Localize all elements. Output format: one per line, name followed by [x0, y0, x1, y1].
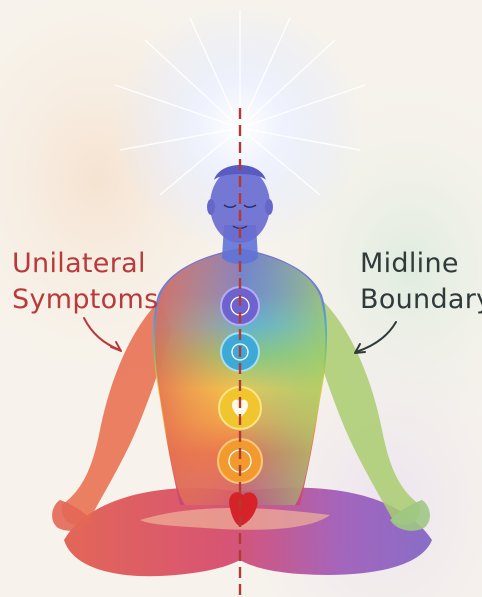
label-left-line1: Unilateral: [12, 248, 146, 279]
head: [207, 165, 273, 243]
chakra-root: [229, 492, 258, 526]
chakra-sacral: [217, 438, 263, 484]
label-right-line1: Midline: [360, 248, 459, 279]
arrow-right: [355, 321, 397, 353]
right-hand: [390, 500, 430, 531]
left-arm: [61, 300, 172, 525]
left-hand: [52, 500, 92, 531]
label-left-line2: Symptoms: [12, 284, 159, 315]
torso-right-side-wash: [240, 250, 326, 505]
label-right-line2: Boundary: [360, 284, 482, 315]
unilateral-symptoms-label: Unilateral Symptoms: [12, 246, 158, 318]
torso-left-side-wash: [154, 250, 240, 505]
right-arm: [310, 300, 421, 525]
midline-boundary-label: Midline Boundary: [360, 246, 482, 318]
chakra-column: [217, 286, 263, 526]
